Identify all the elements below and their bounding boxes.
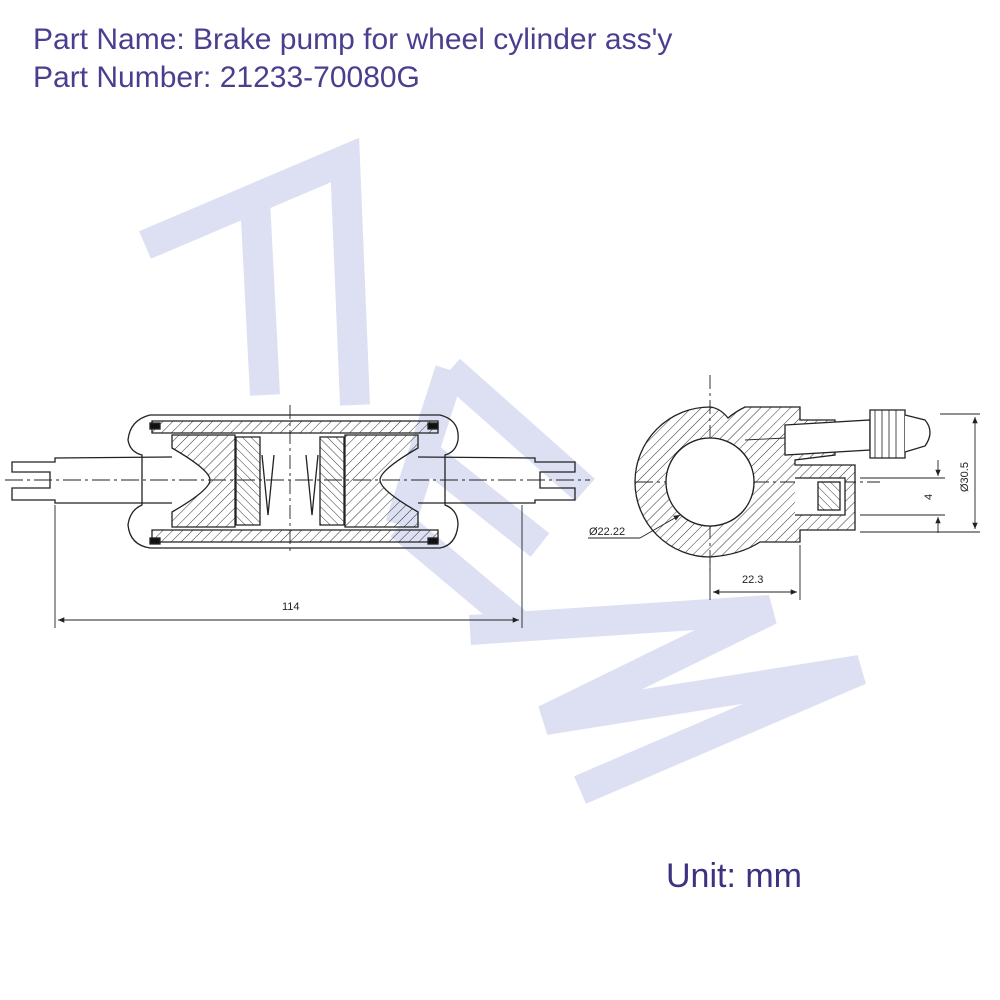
right-spring xyxy=(305,454,319,516)
dim-height: Ø30.5 xyxy=(959,462,971,492)
bleeder-knurl xyxy=(874,410,897,458)
part-name-title: Part Name: Brake pump for wheel cylinder… xyxy=(33,23,673,56)
right-piston xyxy=(344,434,419,528)
right-push-rod xyxy=(417,456,576,504)
bore-circle xyxy=(665,437,755,527)
side-view xyxy=(5,405,590,628)
end-view xyxy=(588,375,980,600)
right-seal-cup xyxy=(319,436,345,526)
watermark-letter-w xyxy=(469,595,866,804)
bleeder-body xyxy=(784,419,871,456)
seal-top-right xyxy=(427,422,439,430)
left-spring xyxy=(261,454,275,516)
watermark-logo xyxy=(139,137,866,804)
inlet-fitting xyxy=(817,481,841,511)
left-seal-cup xyxy=(235,436,261,526)
cylinder-body-outline xyxy=(127,414,459,549)
dim-bore-leader xyxy=(639,514,681,539)
cylinder-wall-top xyxy=(151,420,439,434)
dim-overall-length: 114 xyxy=(282,601,300,613)
left-push-rod xyxy=(11,456,173,504)
seal-top-left xyxy=(149,422,161,430)
watermark-letter-a xyxy=(139,137,370,406)
unit-label: Unit: mm xyxy=(666,857,802,895)
watermark-letter-e xyxy=(385,358,595,642)
dim-port: 4 xyxy=(923,494,935,500)
cylinder-wall-bottom xyxy=(151,529,439,543)
left-piston xyxy=(171,434,236,528)
dim-bore-diameter: Ø22.22 xyxy=(589,526,625,538)
bleeder-passage xyxy=(744,437,786,441)
part-number-title: Part Number: 21233-70080G xyxy=(33,61,420,94)
bleeder-cap xyxy=(904,414,931,453)
seal-bottom-left xyxy=(149,537,161,545)
seal-bottom-right xyxy=(427,537,439,545)
dim-offset: 22.3 xyxy=(742,574,763,586)
